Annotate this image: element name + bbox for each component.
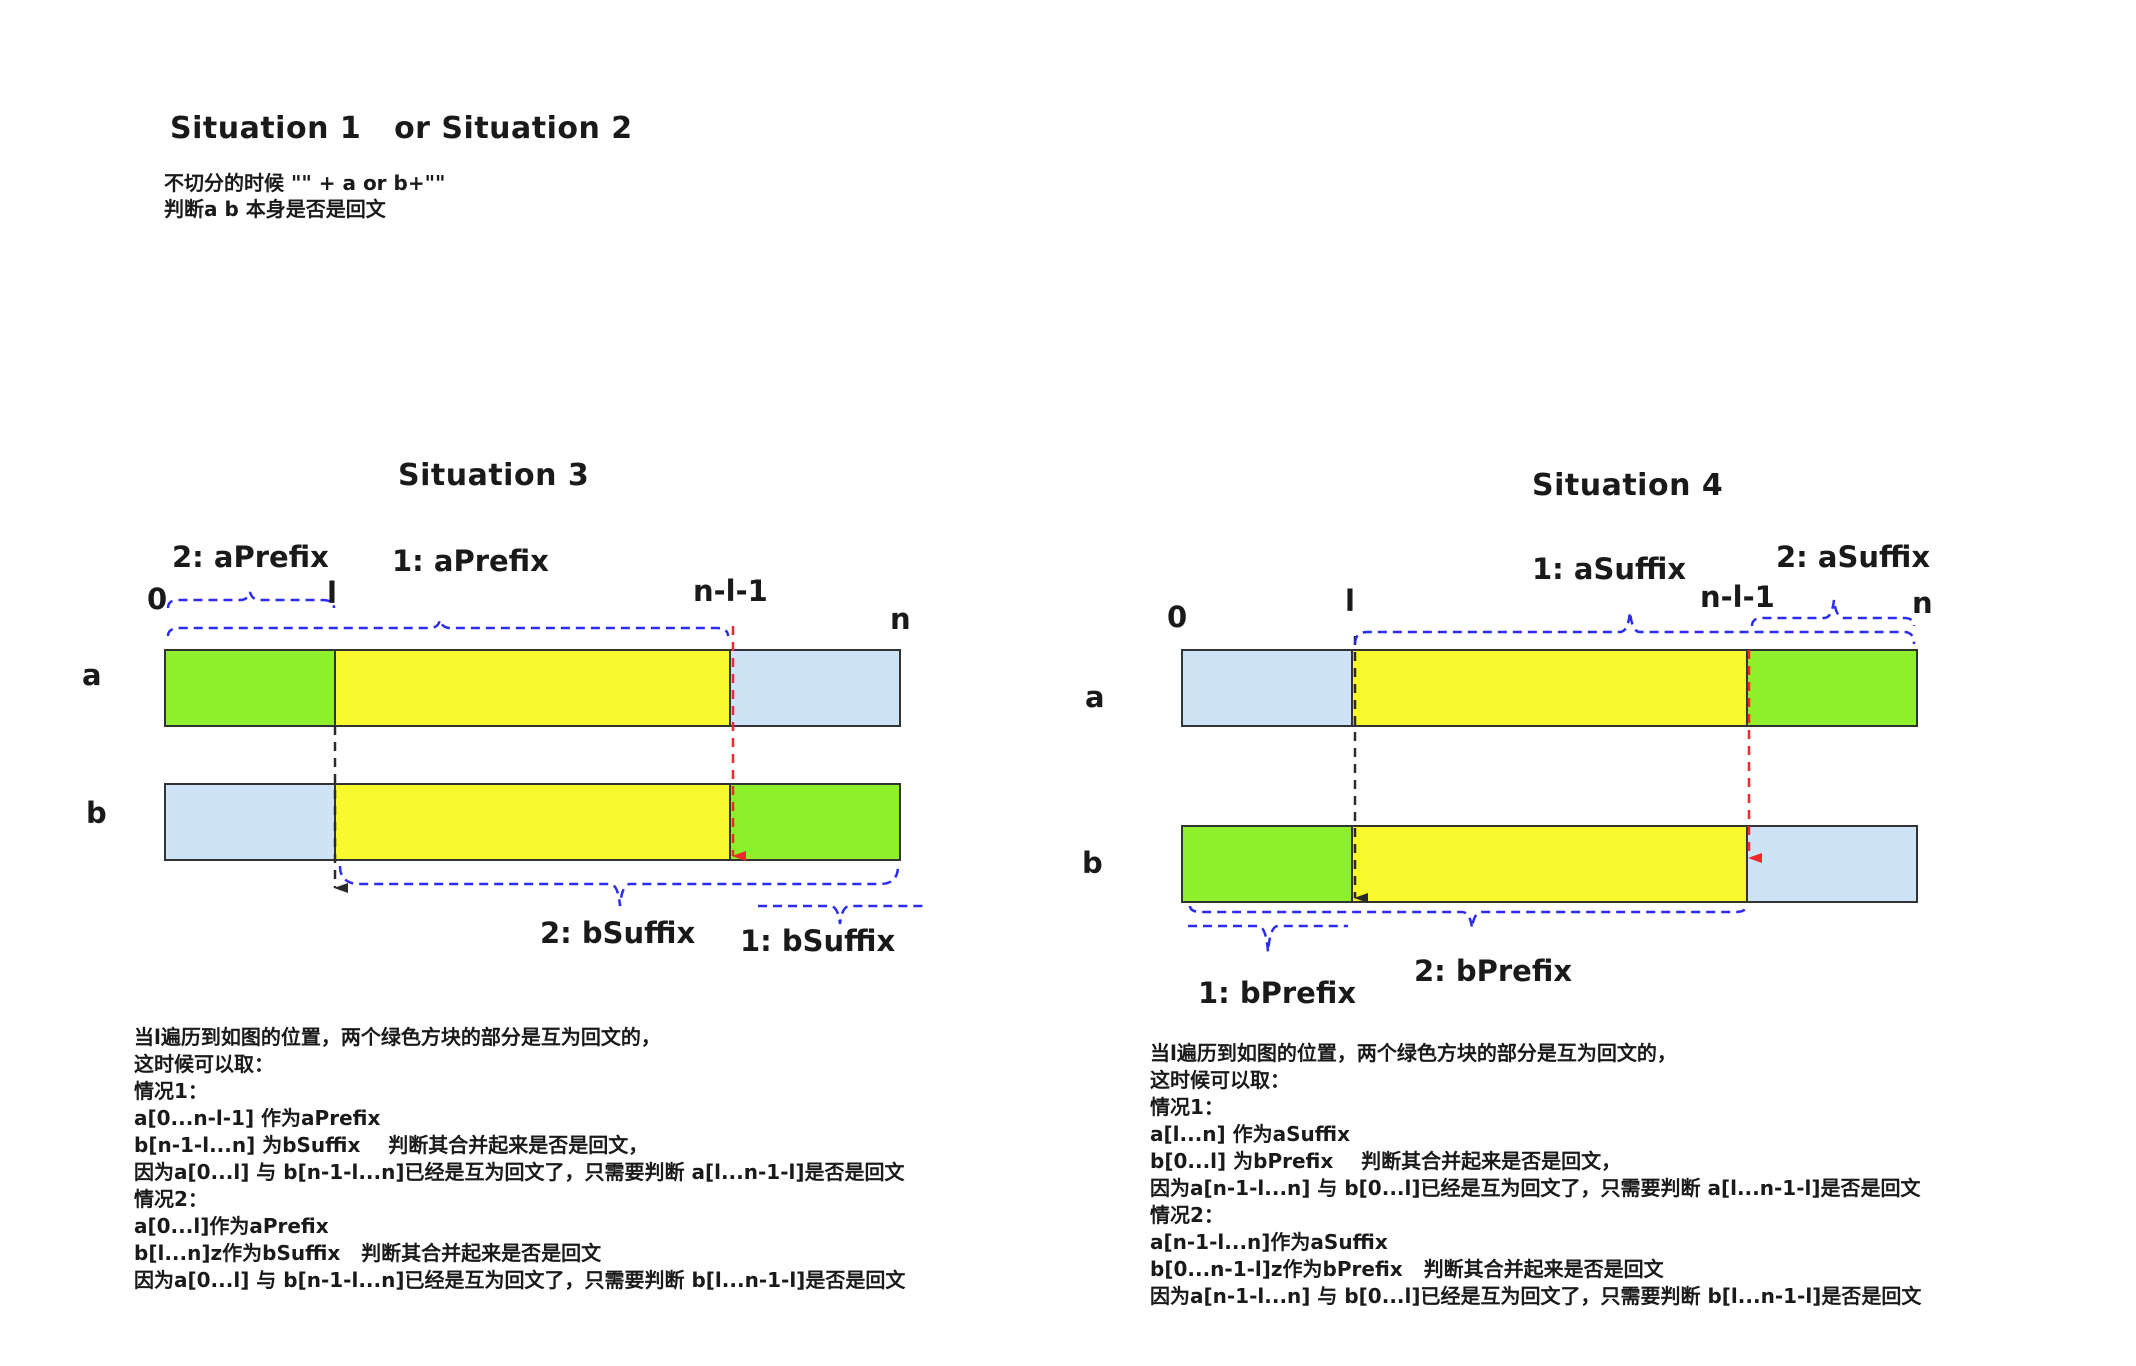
s3-string-a bbox=[164, 649, 901, 727]
s3-a-prefix-2-label: 2: aPrefix bbox=[172, 540, 329, 574]
s4-brace-b-prefix-1 bbox=[1188, 924, 1348, 953]
s4-note-line: b[0...l] 为bPrefix 判断其合并起来是否是回文， bbox=[1150, 1149, 1622, 1173]
s3-label-l: l bbox=[327, 576, 337, 610]
s3-brace-a-prefix-1 bbox=[166, 619, 730, 637]
s4-note-line: 因为a[n-1-l...n] 与 b[0...l]已经是互为回文了，只需要判断 … bbox=[1150, 1284, 1922, 1308]
s3-b-green-segment bbox=[729, 783, 901, 861]
s3-b-yellow-segment bbox=[334, 783, 731, 861]
s4-brace-a-suffix-1 bbox=[1353, 611, 1916, 645]
s3-note-line: 这时候可以取： bbox=[134, 1052, 274, 1076]
s3-note-line: b[l...n]z作为bSuffix 判断其合并起来是否是回文 bbox=[134, 1241, 602, 1265]
s3-label-n-l-1: n-l-1 bbox=[693, 574, 768, 608]
s4-b-blue-segment bbox=[1746, 825, 1918, 903]
s3-brace-b-suffix-2 bbox=[338, 865, 900, 907]
situation12-title: Situation 1 or Situation 2 bbox=[170, 111, 633, 146]
s3-a-green-segment bbox=[164, 649, 336, 727]
s3-note-line: 当l遍历到如图的位置，两个绿色方块的部分是互为回文的， bbox=[134, 1025, 661, 1049]
s3-notes: 当l遍历到如图的位置，两个绿色方块的部分是互为回文的， 这时候可以取： 情况1：… bbox=[134, 1024, 905, 1294]
s4-a-suffix-1-label: 1: aSuffix bbox=[1532, 552, 1687, 586]
s3-note-line: 情况2： bbox=[134, 1187, 208, 1211]
s4-label-l: l bbox=[1345, 584, 1355, 618]
s4-note-line: 因为a[n-1-l...n] 与 b[0...l]已经是互为回文了，只需要判断 … bbox=[1150, 1176, 1921, 1200]
s4-note-line: 当l遍历到如图的位置，两个绿色方块的部分是互为回文的， bbox=[1150, 1041, 1677, 1065]
situation12-line2: 判断a b 本身是否是回文 bbox=[164, 197, 386, 221]
s3-b-suffix-1-label: 1: bSuffix bbox=[740, 924, 896, 958]
s4-note-line: a[l...n] 作为aSuffix bbox=[1150, 1122, 1350, 1146]
s4-a-yellow-segment bbox=[1351, 649, 1748, 727]
s3-a-prefix-1-label: 1: aPrefix bbox=[392, 544, 549, 578]
s4-label-n-l-1: n-l-1 bbox=[1700, 580, 1775, 614]
s3-row-b-label: b bbox=[86, 796, 107, 830]
s4-string-b bbox=[1181, 825, 1918, 903]
s4-note-line: b[0...n-1-l]z作为bPrefix 判断其合并起来是否是回文 bbox=[1150, 1257, 1664, 1281]
s4-label-n: n bbox=[1912, 586, 1933, 620]
situation4-title: Situation 4 bbox=[1532, 468, 1724, 503]
s4-a-suffix-2-label: 2: aSuffix bbox=[1776, 540, 1931, 574]
s4-b-yellow-segment bbox=[1351, 825, 1748, 903]
s4-a-green-segment bbox=[1746, 649, 1918, 727]
s3-note-line: 情况1： bbox=[134, 1079, 208, 1103]
s3-b-suffix-2-label: 2: bSuffix bbox=[540, 916, 696, 950]
s3-note-line: b[n-1-l...n] 为bSuffix 判断其合并起来是否是回文， bbox=[134, 1133, 649, 1157]
s3-string-b bbox=[164, 783, 901, 861]
s3-label-0: 0 bbox=[147, 582, 168, 616]
s4-brace-a-suffix-2 bbox=[1750, 599, 1916, 627]
s4-b-prefix-2-label: 2: bPrefix bbox=[1414, 954, 1573, 988]
s3-row-a-label: a bbox=[82, 658, 102, 692]
s3-note-line: a[0...l]作为aPrefix bbox=[134, 1214, 329, 1238]
s4-note-line: a[n-1-l...n]作为aSuffix bbox=[1150, 1230, 1388, 1254]
s4-string-a bbox=[1181, 649, 1918, 727]
s3-label-n: n bbox=[890, 602, 911, 636]
s4-note-line: 这时候可以取： bbox=[1150, 1068, 1290, 1092]
situation12-line1: 不切分的时候 "" + a or b+"" bbox=[164, 171, 446, 195]
s4-label-0: 0 bbox=[1167, 600, 1188, 634]
s3-note-line: a[0...n-l-1] 作为aPrefix bbox=[134, 1106, 381, 1130]
s3-brace-a-prefix-2 bbox=[166, 591, 336, 609]
s3-brace-b-suffix-1 bbox=[758, 904, 924, 925]
s3-b-blue-segment bbox=[164, 783, 336, 861]
s3-note-line: 因为a[0...l] 与 b[n-1-l...n]已经是互为回文了，只需要判断 … bbox=[134, 1268, 906, 1292]
s4-a-blue-segment bbox=[1181, 649, 1353, 727]
s4-row-b-label: b bbox=[1082, 846, 1103, 880]
s4-row-a-label: a bbox=[1085, 680, 1105, 714]
s4-brace-b-prefix-2 bbox=[1188, 905, 1748, 929]
s3-a-blue-segment bbox=[729, 649, 901, 727]
s4-b-green-segment bbox=[1181, 825, 1353, 903]
situation3-title: Situation 3 bbox=[398, 458, 590, 493]
s4-b-prefix-1-label: 1: bPrefix bbox=[1198, 976, 1357, 1010]
s3-a-yellow-segment bbox=[334, 649, 731, 727]
s3-note-line: 因为a[0...l] 与 b[n-1-l...n]已经是互为回文了，只需要判断 … bbox=[134, 1160, 905, 1184]
s4-notes: 当l遍历到如图的位置，两个绿色方块的部分是互为回文的， 这时候可以取： 情况1：… bbox=[1150, 1040, 1921, 1310]
s4-note-line: 情况1： bbox=[1150, 1095, 1224, 1119]
s4-note-line: 情况2： bbox=[1150, 1203, 1224, 1227]
